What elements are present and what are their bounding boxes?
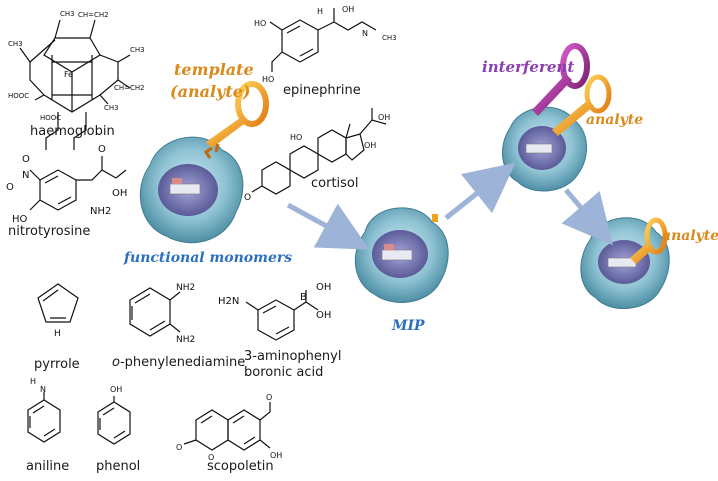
label-aminophenyl-2: boronic acid [244, 365, 324, 380]
cortisol-ho: HO [290, 133, 302, 142]
epi-h: H [317, 7, 323, 16]
scop-o-1: O [176, 443, 182, 452]
mip-key-icon [432, 214, 438, 222]
label-analyte-bottom: analyte [662, 228, 718, 244]
label-epinephrine: epinephrine [283, 83, 361, 98]
hb-hooc-2: HOOC [40, 114, 61, 122]
epi-ch3: CH3 [382, 34, 397, 42]
scop-o-3: O [266, 393, 272, 402]
interferent-key-icon [532, 43, 590, 116]
label-analyte-paren: (analyte) [170, 82, 251, 101]
hb-ch3-d: CH3 [104, 104, 119, 112]
label-nitrotyrosine: nitrotyrosine [8, 224, 91, 239]
epi-ho-2: HO [262, 75, 274, 84]
label-functional-monomers: functional monomers [124, 250, 293, 266]
pyrrole-structure [37, 283, 79, 323]
label-pyrrole: pyrrole [34, 357, 80, 372]
haemoglobin-structure [19, 19, 131, 150]
label-mip: MIP [392, 318, 425, 334]
label-o-prefix: o [112, 355, 120, 370]
cortisol-structure [251, 108, 387, 195]
arrow-to-analyte [561, 188, 613, 246]
ab-oh-2: OH [316, 310, 331, 321]
epi-ho-1: HO [254, 19, 266, 28]
hb-vinyl-1: CH=CH2 [78, 11, 109, 19]
epi-n: N [362, 29, 368, 38]
analyte-particle [580, 217, 670, 309]
nitro-n: N [22, 170, 29, 181]
nitro-o: O [6, 182, 14, 193]
label-aniline: aniline [26, 459, 70, 474]
label-template: template [174, 60, 254, 79]
label-haemoglobin: haemoglobin [30, 124, 115, 139]
phenylenediamine-structure [129, 287, 181, 337]
cortisol-oh: OH [364, 141, 376, 150]
hb-ch3-b: CH3 [8, 40, 23, 48]
nitro-oh: OH [112, 188, 127, 199]
ab-b: B [300, 292, 307, 303]
scop-oh: OH [270, 451, 282, 460]
arrow-to-interferent [444, 162, 516, 220]
nitro-o2: O [22, 154, 30, 165]
label-phenylenediamine-text: -phenylenediamine [119, 355, 246, 370]
hb-vinyl-2: CH=CH2 [114, 84, 145, 92]
nitro-ho: HO [12, 214, 28, 225]
aminophenylboronic-structure [245, 290, 319, 341]
ab-oh-1: OH [316, 282, 331, 293]
label-aminophenyl-1: 3-aminophenyl [244, 349, 342, 364]
nitrotyrosine-structure [29, 156, 127, 211]
pd-nh2-1: NH2 [176, 283, 195, 293]
epinephrine-structure [269, 8, 377, 72]
hb-hooc-1: HOOC [8, 92, 29, 100]
hb-ch3-a: CH3 [60, 10, 75, 18]
analyte-key-top-icon [552, 74, 612, 136]
label-phenol: phenol [96, 459, 141, 474]
aniline-n: N [40, 385, 46, 394]
arrow-to-mip [286, 202, 370, 250]
cortisol-oh-2: OH [378, 113, 390, 122]
analyte-key-bottom-icon [630, 217, 668, 264]
scop-o-2: O [208, 453, 214, 462]
pd-nh2-2: NH2 [176, 335, 195, 345]
template-key-icon [203, 81, 269, 159]
scopoletin-structure [183, 402, 271, 451]
label-analyte-top: analyte [586, 112, 644, 128]
hb-fe: Fe [64, 70, 73, 79]
label-interferent: interferent [482, 58, 575, 76]
aniline-h: H [30, 377, 36, 386]
label-phenylenediamine: o-phenylenediamine [112, 355, 246, 371]
mip-particle [354, 207, 449, 303]
template-particle [139, 136, 244, 244]
epi-oh: OH [342, 5, 354, 14]
pyrrole-h: H [54, 329, 61, 339]
label-scopoletin: scopoletin [207, 459, 274, 474]
cortisol-o: O [244, 193, 251, 203]
phenol-oh: OH [110, 385, 122, 394]
hb-ch3-c: CH3 [130, 46, 145, 54]
label-cortisol: cortisol [311, 176, 359, 191]
nitro-o-carbonyl: O [98, 144, 106, 155]
nitro-nh2: NH2 [90, 206, 111, 217]
ab-h2n: H2N [218, 296, 239, 307]
aniline-structure [27, 392, 61, 443]
phenol-structure [97, 396, 131, 445]
